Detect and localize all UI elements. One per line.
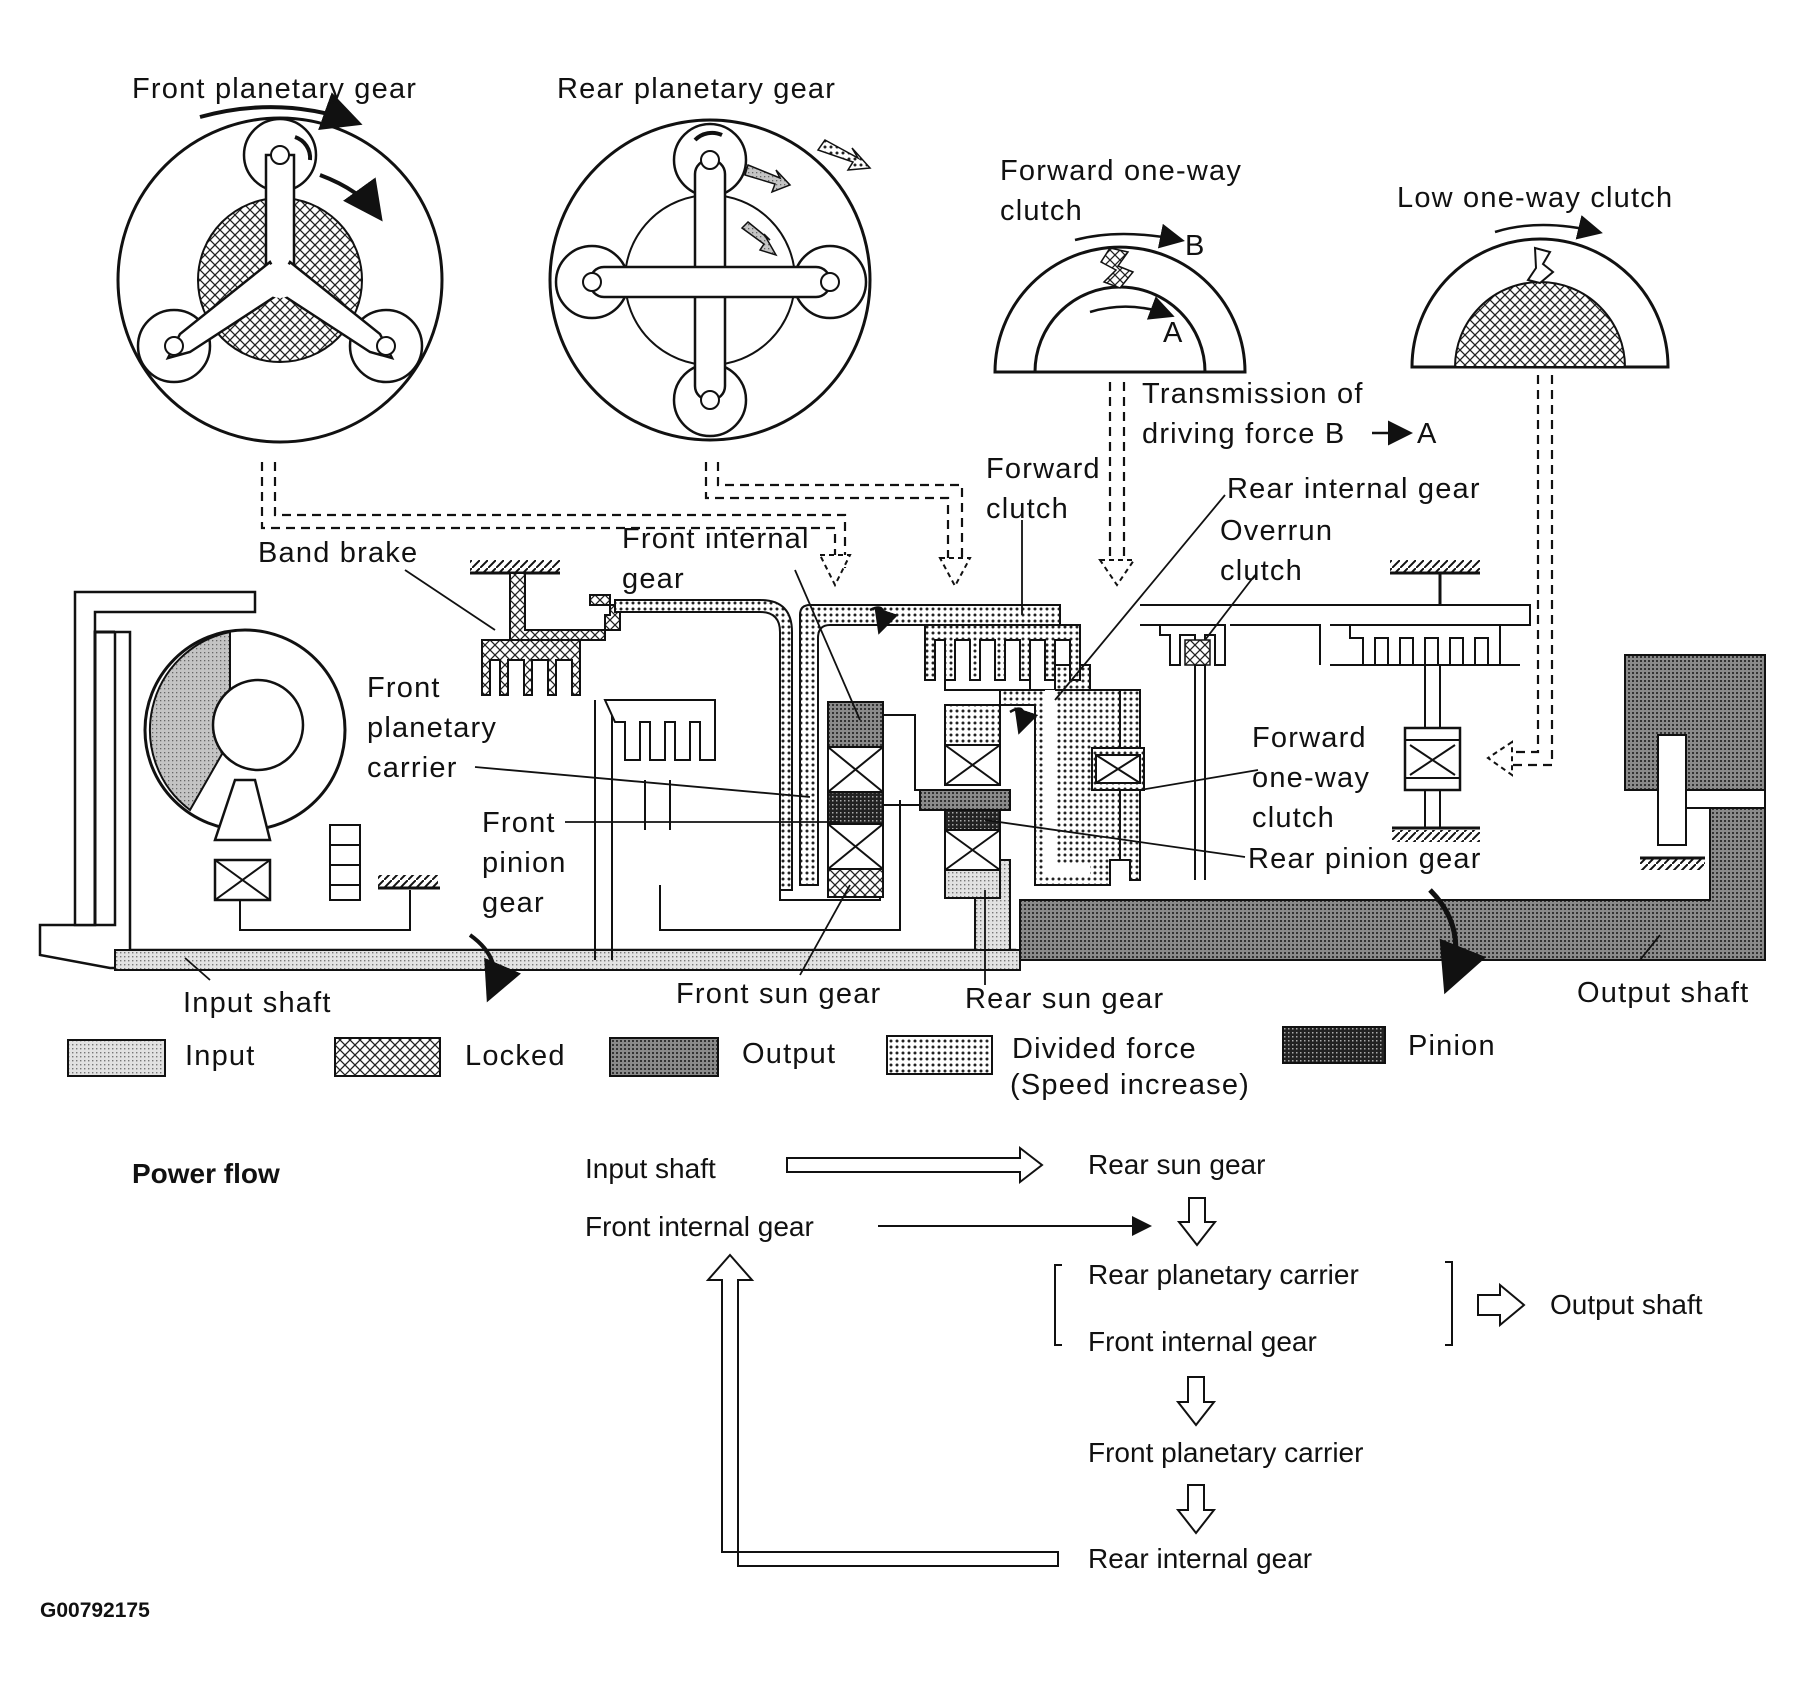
legend-label-divided-force: Divided force bbox=[1012, 1033, 1197, 1065]
legend-sub-speed-increase: (Speed increase) bbox=[1010, 1069, 1250, 1101]
label-forward-one-way-clutch-3: clutch bbox=[1252, 802, 1335, 834]
leader-lines bbox=[184, 494, 1661, 985]
label-rear-planetary-gear: Rear planetary gear bbox=[557, 73, 836, 105]
low-clutch-arrow bbox=[1494, 215, 1603, 240]
pf-bracket-left bbox=[1054, 1264, 1062, 1346]
input-shaft-body bbox=[114, 949, 1021, 971]
label-rear-internal-gear: Rear internal gear bbox=[1227, 473, 1481, 505]
pf-front-planetary-carrier: Front planetary carrier bbox=[1088, 1437, 1363, 1468]
label-forward-one-way-clutch-2: one-way bbox=[1252, 762, 1370, 794]
rear-sun-arrow bbox=[740, 220, 778, 257]
label-front-planetary-gear: Front planetary gear bbox=[132, 73, 417, 105]
label-forward-one-way-clutch-top-1: Forward one-way bbox=[1000, 155, 1242, 187]
output-rotation-arrow bbox=[1428, 888, 1487, 995]
label-overrun-clutch-2: clutch bbox=[1220, 555, 1303, 587]
label-front-planetary-carrier-3: carrier bbox=[367, 752, 458, 784]
input-rotation-arrow bbox=[468, 933, 521, 1003]
power-flow-title: Power flow bbox=[132, 1158, 280, 1189]
label-front-planetary-carrier-2: planetary bbox=[367, 712, 497, 744]
arrow-b bbox=[1074, 223, 1185, 249]
label-forward-clutch-1: Forward bbox=[986, 453, 1101, 485]
label-transmission-1: Transmission of bbox=[1142, 378, 1364, 410]
dashed-flow-lines bbox=[260, 375, 1554, 777]
label-front-sun-gear: Front sun gear bbox=[676, 978, 881, 1010]
label-band-brake: Band brake bbox=[258, 537, 418, 569]
pinion-spin-arrow bbox=[294, 135, 313, 161]
label-front-planetary-carrier-1: Front bbox=[367, 672, 441, 704]
low-clutch-sprag bbox=[1526, 246, 1555, 285]
pf-output-shaft: Output shaft bbox=[1550, 1289, 1703, 1320]
band-brake-body bbox=[509, 572, 621, 641]
arrow-a bbox=[1089, 296, 1175, 320]
pf-return-arrow bbox=[705, 1253, 1059, 1567]
legend-swatch-pinion bbox=[1282, 1026, 1386, 1064]
rear-internal-arrow bbox=[816, 139, 872, 171]
legend-label-locked: Locked bbox=[465, 1040, 566, 1072]
legend-label-input: Input bbox=[185, 1040, 256, 1072]
label-low-one-way-clutch: Low one-way clutch bbox=[1397, 182, 1673, 214]
legend-swatch-divided-force bbox=[886, 1035, 993, 1075]
pf-input-shaft: Input shaft bbox=[585, 1153, 716, 1184]
label-output-shaft: Output shaft bbox=[1577, 977, 1749, 1009]
legend-label-pinion: Pinion bbox=[1408, 1030, 1496, 1062]
pf-arrow-to-output bbox=[1477, 1282, 1526, 1328]
label-forward-one-way-clutch-1: Forward bbox=[1252, 722, 1367, 754]
legend-swatch-input bbox=[67, 1039, 166, 1077]
front-planetary-gear-view bbox=[116, 92, 444, 444]
pf-arrow-input-to-rear-sun bbox=[786, 1145, 1044, 1185]
legend-label-output: Output bbox=[742, 1038, 836, 1070]
sprag-element bbox=[1099, 247, 1135, 289]
rear-carrier-arms bbox=[582, 150, 840, 410]
label-front-internal-gear-1: Front internal bbox=[622, 523, 810, 555]
rear-pinion-spin-arrow bbox=[693, 130, 723, 142]
label-point-a: A bbox=[1163, 317, 1184, 349]
label-front-pinion-gear-3: gear bbox=[482, 887, 545, 919]
pinion-rotation-arrow bbox=[319, 173, 383, 222]
label-transmission-2-end: A bbox=[1417, 418, 1438, 450]
carrier-rotation-arrow bbox=[199, 92, 363, 130]
label-overrun-clutch-1: Overrun bbox=[1220, 515, 1333, 547]
pf-front-internal-gear: Front internal gear bbox=[585, 1211, 814, 1242]
forward-one-way-clutch-view bbox=[993, 223, 1247, 374]
label-point-b: B bbox=[1185, 230, 1206, 262]
pf-down-arrow-3 bbox=[1175, 1484, 1217, 1535]
pf-rear-internal-gear: Rear internal gear bbox=[1088, 1543, 1312, 1574]
label-transmission-2: driving force B bbox=[1142, 418, 1345, 450]
diagram-labels: Front planetary gear Rear planetary gear… bbox=[132, 73, 1749, 1019]
label-front-pinion-gear-2: pinion bbox=[482, 847, 567, 879]
front-carrier-arms bbox=[164, 145, 396, 360]
front-pinion bbox=[827, 791, 884, 825]
label-forward-clutch-2: clutch bbox=[986, 493, 1069, 525]
legend-swatch-output bbox=[609, 1037, 719, 1077]
legend: Input Locked Output Divided force (Speed… bbox=[67, 1026, 1496, 1101]
label-forward-one-way-clutch-top-2: clutch bbox=[1000, 195, 1083, 227]
rear-planetary-gear-view bbox=[548, 118, 872, 442]
figure-id: G00792175 bbox=[40, 1599, 150, 1622]
rear-output-arrow bbox=[744, 163, 792, 194]
label-input-shaft: Input shaft bbox=[183, 987, 332, 1019]
low-one-way-clutch-view bbox=[1410, 215, 1670, 369]
pf-down-arrow-1 bbox=[1176, 1197, 1218, 1247]
label-rear-sun-gear: Rear sun gear bbox=[965, 983, 1164, 1015]
pf-down-arrow-2 bbox=[1175, 1376, 1217, 1427]
pf-bracket-right bbox=[1445, 1261, 1453, 1346]
power-flow: Power flow Input shaft Rear sun gear Fro… bbox=[132, 1145, 1703, 1574]
label-front-pinion-gear-1: Front bbox=[482, 807, 556, 839]
pf-front-internal-gear-2: Front internal gear bbox=[1088, 1326, 1317, 1357]
label-front-internal-gear-2: gear bbox=[622, 563, 685, 595]
label-rear-pinion-gear: Rear pinion gear bbox=[1248, 843, 1482, 875]
transmission-cross-section bbox=[38, 560, 1766, 1003]
pf-rear-sun-gear: Rear sun gear bbox=[1088, 1149, 1265, 1180]
pf-rear-planetary-carrier: Rear planetary carrier bbox=[1088, 1259, 1359, 1290]
rear-pinion bbox=[944, 809, 1001, 831]
legend-swatch-locked bbox=[334, 1037, 441, 1077]
